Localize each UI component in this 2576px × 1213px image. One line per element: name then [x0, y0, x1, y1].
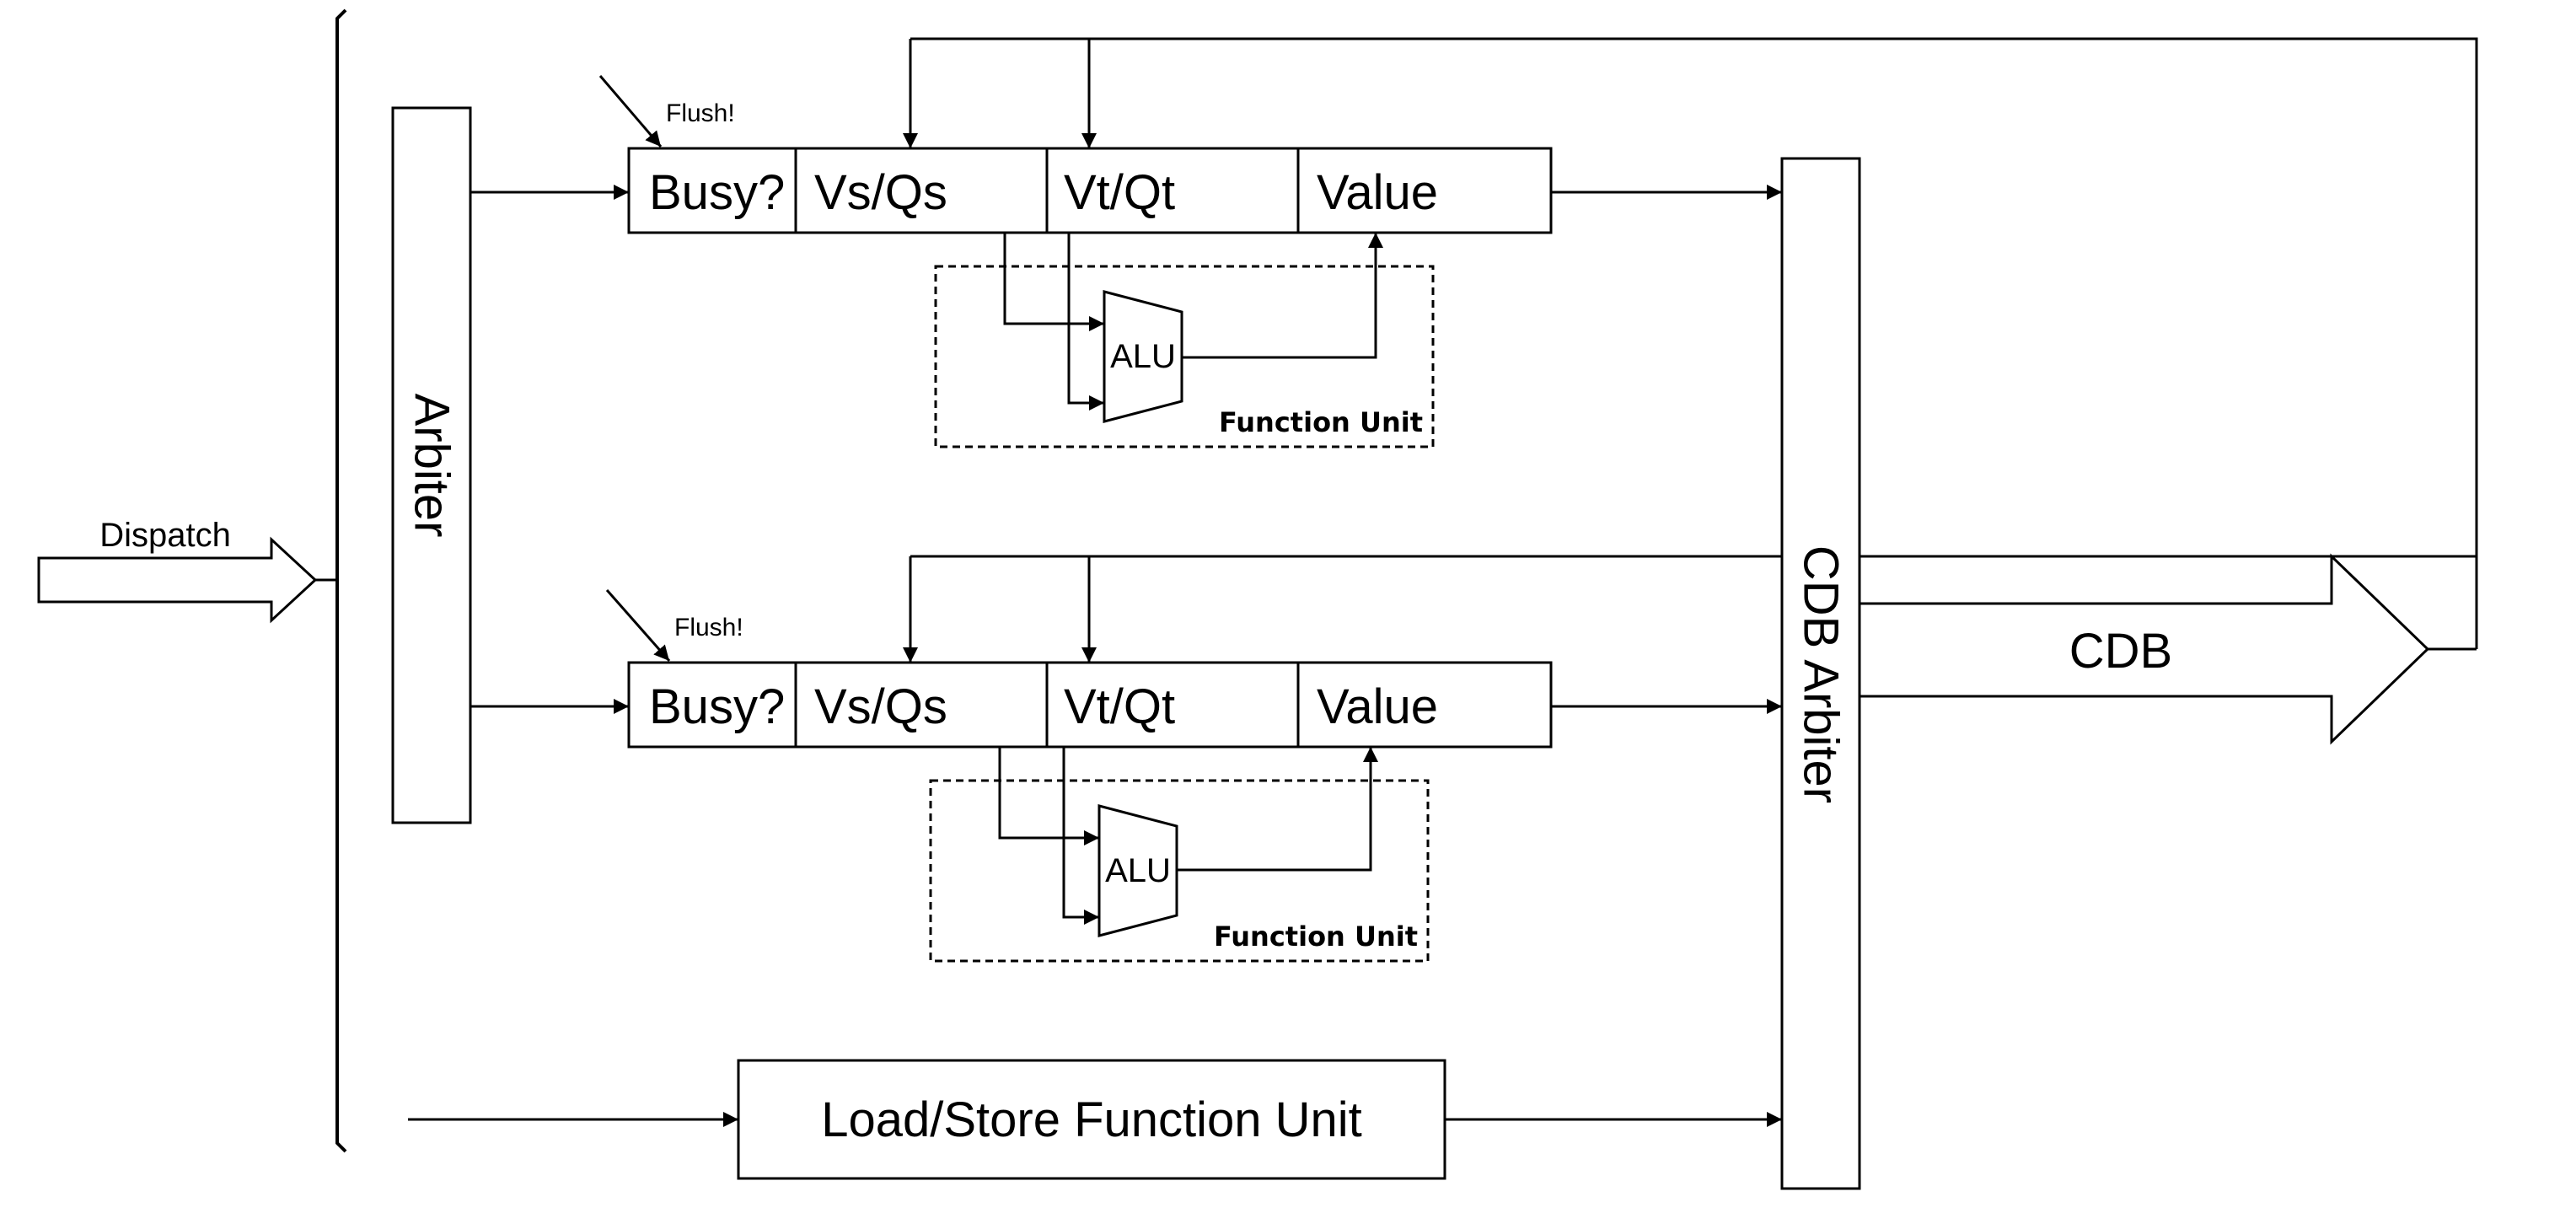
rs2-function-unit-box — [929, 779, 1430, 963]
rs1-function-unit-label: Function Unit — [1219, 406, 1423, 438]
rs2-vt-qt-field: Vt/Qt — [1064, 679, 1175, 734]
rs1-alu-label: ALU — [1110, 338, 1176, 375]
rs2-value-field: Value — [1317, 679, 1438, 734]
rs1-vt-qt-field: Vt/Qt — [1064, 165, 1175, 220]
rs1-busy-field: Busy? — [649, 165, 785, 220]
rs1-alu-shape — [1103, 290, 1183, 423]
rs1-vs-qs-field: Vs/Qs — [814, 165, 947, 220]
cdb-arbiter-label: CDB Arbiter — [1794, 545, 1849, 803]
rs1-flush-arrow — [598, 75, 663, 148]
cdb-arbiter-box — [1780, 157, 1861, 1190]
rs2-busy-field: Busy? — [649, 679, 785, 734]
load-store-unit-label: Load/Store Function Unit — [821, 1092, 1362, 1147]
rs2-alu-label: ALU — [1105, 852, 1171, 889]
rs2-alu-shape — [1097, 804, 1178, 937]
cdb-label: CDB — [2069, 624, 2172, 679]
cdb-feedback-top — [910, 37, 2478, 649]
arbiter-label: Arbiter — [405, 394, 459, 538]
dispatch-label: Dispatch — [99, 517, 231, 554]
rs2-flush-arrow — [605, 589, 671, 662]
reservation-station-2: Busy? Vs/Qs Vt/Qt Value Flush! Function … — [605, 589, 1782, 963]
rs2-vs-qs-field: Vs/Qs — [814, 679, 947, 734]
reservation-station-1: Busy? Vs/Qs Vt/Qt Value Flush! Function … — [598, 75, 1782, 448]
rs1-flush-label: Flush! — [666, 99, 735, 127]
load-store-unit-box — [737, 1059, 1446, 1180]
dispatch-bus — [335, 8, 347, 1153]
rs2-flush-label: Flush! — [674, 614, 743, 641]
dispatch-arrow — [37, 536, 318, 624]
rs1-function-unit-box — [934, 265, 1435, 448]
rs2-function-unit-label: Function Unit — [1214, 920, 1418, 953]
arbiter-box — [391, 106, 472, 824]
rs1-value-field: Value — [1317, 165, 1438, 220]
cdb-arrow — [1858, 553, 2430, 745]
